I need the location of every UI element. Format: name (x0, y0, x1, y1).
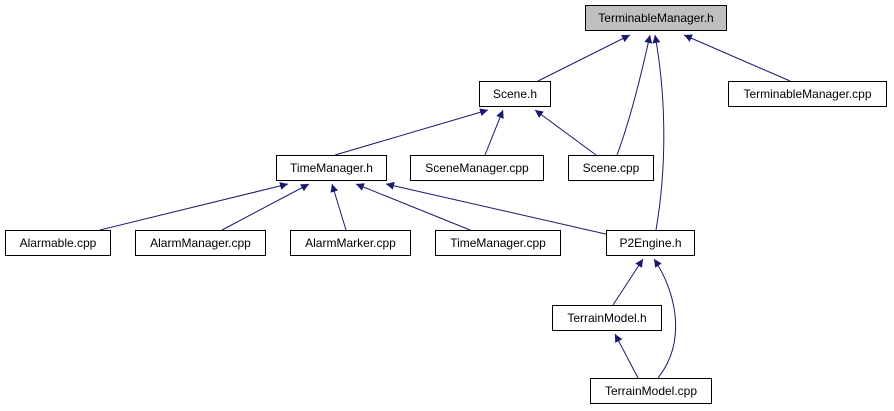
edge-terrain-model-cpp-to-terrain-model-h (614, 333, 639, 379)
node-time-manager-cpp[interactable]: TimeManager.cpp (435, 230, 561, 256)
node-alarmable-cpp[interactable]: Alarmable.cpp (5, 230, 111, 256)
edge-terminable-manager-cpp-to-terminable-manager-h (683, 34, 791, 82)
node-alarm-manager-cpp[interactable]: AlarmManager.cpp (135, 230, 266, 256)
edge-terrain-model-h-to-p2engine-h (612, 258, 644, 306)
edge-scene-cpp-to-scene-h (534, 109, 597, 156)
node-p2engine-h[interactable]: P2Engine.h (606, 230, 695, 256)
node-alarm-marker-cpp[interactable]: AlarmMarker.cpp (290, 230, 411, 256)
edge-alarm-marker-cpp-to-time-manager-h (330, 183, 347, 231)
node-terminable-manager-cpp[interactable]: TerminableManager.cpp (728, 81, 887, 107)
edge-p2engine-h-to-terminable-manager-h (652, 34, 665, 231)
node-scene-cpp[interactable]: Scene.cpp (568, 155, 654, 181)
node-terrain-model-cpp[interactable]: TerrainModel.cpp (590, 378, 712, 404)
node-terrain-model-h[interactable]: TerrainModel.h (552, 305, 662, 331)
node-scene-h[interactable]: Scene.h (479, 81, 551, 107)
edge-scene-h-to-terminable-manager-h (537, 34, 631, 82)
node-scene-manager-cpp[interactable]: SceneManager.cpp (410, 155, 544, 181)
edge-p2engine-h-to-time-manager-h (385, 181, 611, 236)
node-terminable-manager-h[interactable]: TerminableManager.h (585, 5, 727, 31)
edge-time-manager-h-to-scene-h (334, 108, 489, 156)
edge-time-manager-cpp-to-time-manager-h (355, 183, 471, 231)
edge-terrain-model-cpp-to-p2engine-h (653, 258, 677, 379)
edge-alarmable-cpp-to-time-manager-h (99, 182, 289, 231)
edge-scene-manager-cpp-to-scene-h (484, 109, 504, 156)
edge-alarm-manager-cpp-to-time-manager-h (221, 183, 310, 231)
edge-scene-cpp-to-terminable-manager-h (616, 34, 653, 156)
node-time-manager-h[interactable]: TimeManager.h (276, 155, 387, 181)
